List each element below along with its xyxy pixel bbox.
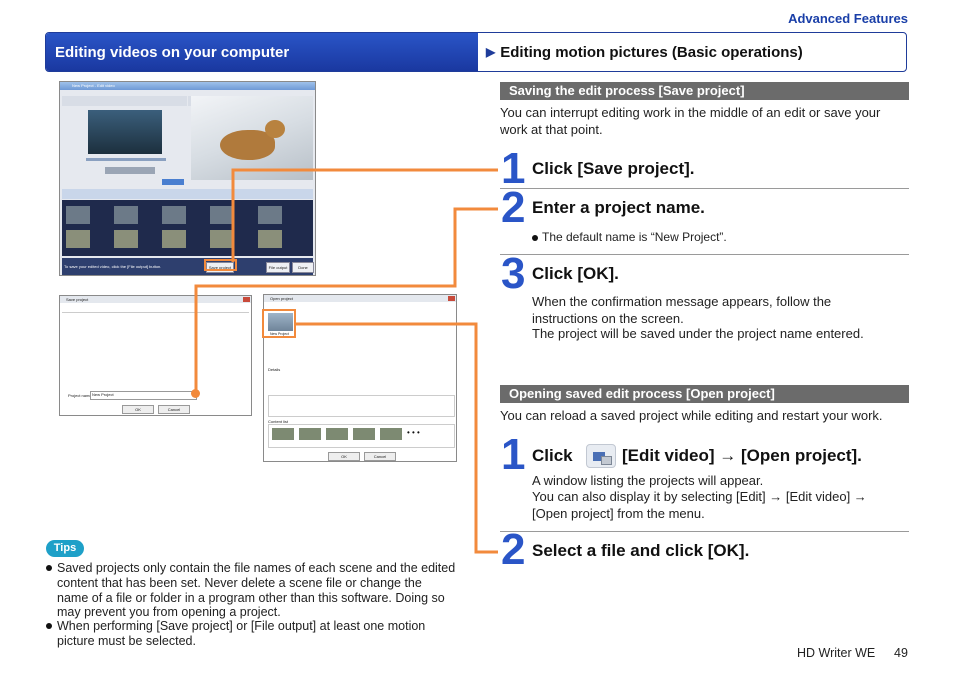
open-step1-title-pre: Click	[532, 446, 573, 465]
section-heading-text: Editing motion pictures (Basic operation…	[500, 43, 803, 61]
connector-open-step2	[296, 322, 498, 554]
dialog-title: Open project	[270, 296, 293, 301]
footer-product: HD Writer WE	[797, 646, 876, 660]
save-step3-title: Click [OK].	[532, 264, 619, 283]
done-button[interactable]: Done	[292, 262, 314, 273]
tips-item-2-text: When performing [Save project] or [File …	[57, 619, 426, 648]
filmstrip-thumbs-row2	[66, 230, 306, 248]
project-name-dot	[191, 389, 200, 398]
close-icon[interactable]	[243, 297, 250, 302]
tab-row	[62, 96, 187, 106]
content-thumbs	[272, 428, 402, 440]
open-step1-text1: A window listing the projects will appea…	[532, 473, 764, 488]
details-area	[268, 395, 455, 417]
save-project-dialog-screenshot: Save project Project name: New Project O…	[59, 295, 252, 416]
dialog-titlebar	[60, 296, 251, 303]
content-list-label: Content list	[268, 419, 289, 424]
edit-video-window-screenshot: New Project - Edit video To save your ed…	[59, 81, 316, 276]
bullet-icon	[46, 565, 52, 571]
tips-item-2: When performing [Save project] or [File …	[46, 619, 456, 649]
filmstrip-thumbs-row1	[66, 206, 306, 224]
dialog-titlebar	[264, 295, 456, 302]
ok-button[interactable]: OK	[122, 405, 154, 414]
save-step2-number: 2	[501, 183, 526, 232]
chapter-header: Editing videos on your computer ▶ Editin…	[45, 32, 907, 72]
scene-preview	[88, 110, 162, 154]
edit-video-icon-device	[601, 456, 612, 465]
file-output-button[interactable]: File output	[266, 262, 290, 273]
open-step1-text2: You can also display it by selecting [Ed…	[532, 489, 867, 521]
content-list-ellipsis: • • •	[407, 428, 420, 437]
save-step2-bullet: The default name is “New Project”.	[532, 229, 727, 246]
cancel-button[interactable]: Cancel	[158, 405, 190, 414]
project-name-value: New Project	[92, 392, 114, 397]
connector-save-step1	[231, 168, 498, 262]
ok-button[interactable]: OK	[328, 452, 360, 461]
save-section-intro: You can interrupt editing work in the mi…	[500, 105, 881, 137]
status-line-text: To save your edited video, click the [Fi…	[64, 264, 162, 269]
window-titlebar	[60, 82, 315, 90]
save-step3-text2: The project will be saved under the proj…	[532, 326, 864, 341]
cancel-button[interactable]: Cancel	[364, 452, 396, 461]
save-step3-number: 3	[501, 249, 526, 298]
save-project-highlight	[204, 259, 237, 271]
window-title: New Project - Edit video	[72, 83, 115, 88]
divider	[500, 531, 909, 532]
save-step2-bullet-text: The default name is “New Project”.	[542, 230, 727, 244]
details-label: Details	[268, 367, 281, 372]
section-heading: ▶ Editing motion pictures (Basic operati…	[486, 33, 803, 71]
divider	[500, 188, 909, 189]
tips-badge: Tips	[46, 540, 84, 557]
save-project-button[interactable]: Save project	[206, 262, 234, 273]
save-section-title: Saving the edit process [Save project]	[500, 82, 909, 100]
project-name-label: Project name:	[68, 393, 93, 398]
save-step2-title: Enter a project name.	[532, 198, 705, 217]
divider	[500, 254, 909, 255]
project-list-area	[62, 312, 249, 388]
close-icon[interactable]	[448, 296, 455, 301]
playback-controls	[105, 167, 155, 174]
dog-head	[265, 120, 285, 138]
open-step2-number: 2	[501, 525, 526, 574]
bullet-icon	[46, 623, 52, 629]
save-step3-text1: When the confirmation message appears, f…	[532, 294, 832, 326]
open-section-intro: You can reload a saved project while edi…	[500, 408, 883, 423]
open-section-title: Opening saved edit process [Open project…	[500, 385, 909, 403]
blue-button	[162, 179, 184, 185]
edit-video-icon-screen	[593, 452, 605, 461]
edit-video-icon[interactable]	[586, 444, 616, 468]
connector-save-step2	[194, 207, 498, 392]
chapter-title: Editing videos on your computer	[46, 33, 478, 71]
project-thumbnail-label: New Project	[270, 332, 289, 336]
timeline-slider	[86, 158, 166, 161]
open-step1-title-post: [Edit video] → [Open project].	[622, 446, 862, 465]
content-list	[268, 424, 455, 448]
dog-shape	[220, 130, 275, 160]
thumbnail-highlight	[262, 309, 296, 338]
save-step1-number: 1	[501, 144, 526, 193]
tips-item-1: Saved projects only contain the file nam…	[46, 561, 456, 620]
dialog-title: Save project	[66, 297, 89, 302]
open-step1-number: 1	[501, 430, 526, 479]
tips-item-1-text: Saved projects only contain the file nam…	[57, 561, 456, 620]
status-bar	[62, 258, 313, 275]
triangle-icon: ▶	[486, 45, 496, 59]
save-step1-title: Click [Save project].	[532, 159, 695, 178]
toolbar-row	[62, 189, 313, 199]
bullet-icon	[532, 234, 538, 241]
advanced-features-link[interactable]: Advanced Features	[788, 11, 908, 26]
open-step2-title: Select a file and click [OK].	[532, 541, 750, 560]
page-number: 49	[894, 646, 908, 660]
project-thumbnail[interactable]	[268, 313, 293, 331]
